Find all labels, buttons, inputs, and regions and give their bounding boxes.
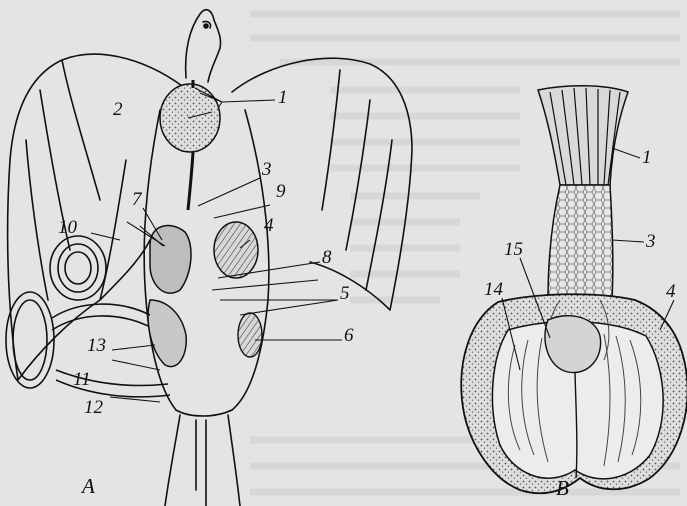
label-b-4: 4 [666,282,676,301]
label-a-13: 13 [87,336,106,355]
label-b-1: 1 [642,148,652,167]
label-a-10: 10 [58,218,77,237]
label-a-5: 5 [340,284,350,303]
proventriculus [548,185,613,300]
stomach-organ [214,222,258,278]
label-a-8: 8 [322,248,332,267]
liver-organ [150,226,191,294]
label-a-12: 12 [84,398,103,417]
label-a-2: 2 [113,100,123,119]
label-a-1: 1 [278,88,288,107]
label-a-7: 7 [132,190,142,209]
label-a-11: 11 [73,370,91,389]
label-a-4: 4 [264,216,274,235]
panel-b-caption: B [556,478,569,499]
label-a-6: 6 [344,326,354,345]
label-b-15: 15 [504,240,523,259]
label-a-9: 9 [276,182,286,201]
label-b-14: 14 [484,280,503,299]
kidney-organ [238,313,262,357]
pylorus [545,316,601,373]
label-b-3: 3 [646,232,656,251]
panel-a-caption: A [82,476,95,497]
bird-head [186,10,221,82]
label-a-3: 3 [262,160,272,179]
